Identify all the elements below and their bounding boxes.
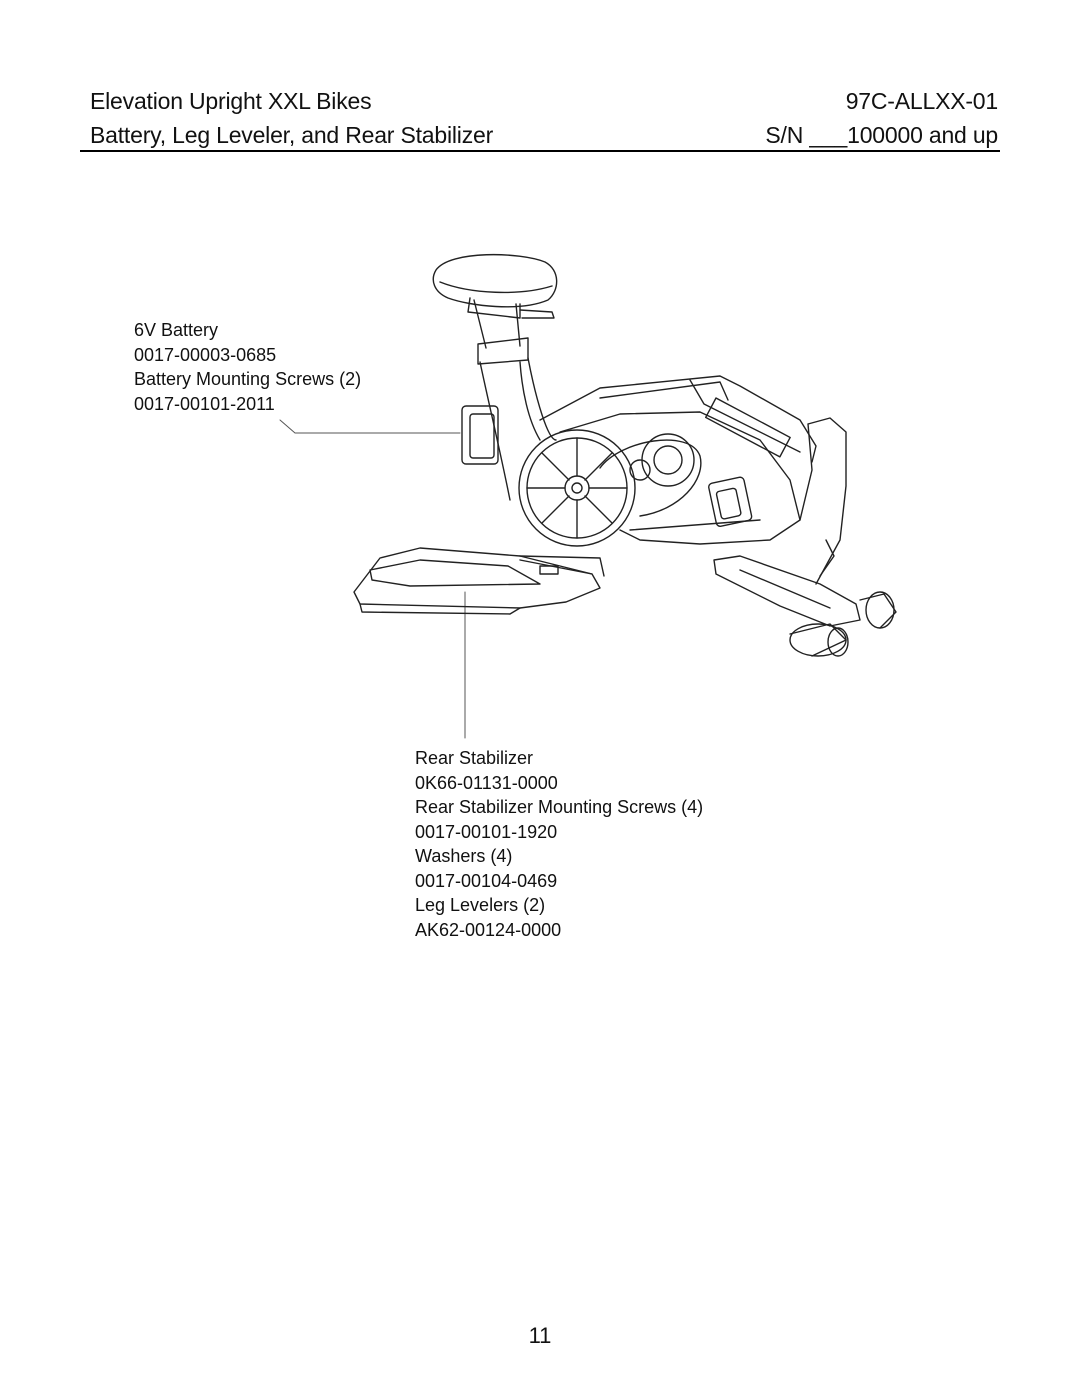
battery-screws-name: Battery Mounting Screws (2) (134, 369, 362, 389)
washers-part-number: 0017-00104-0469 (415, 870, 558, 891)
battery-part-number: 0017-00003-0685 (134, 344, 277, 365)
stabilizer-screws-part-number: 0017-00101-1920 (415, 821, 558, 842)
battery-leader-line (279, 419, 461, 434)
page-number: 11 (528, 1323, 552, 1348)
model-code: 97C-ALLXX-01 (845, 88, 999, 114)
battery-screws-part-number: 0017-00101-2011 (134, 393, 275, 414)
stabilizer-part-number: 0K66-01131-0000 (415, 772, 558, 793)
bike-drawing (353, 253, 897, 657)
stabilizer-part-name: Rear Stabilizer (415, 748, 534, 768)
section-title: Battery, Leg Leveler, and Rear Stabilize… (90, 122, 494, 148)
document-title: Elevation Upright XXL Bikes (90, 88, 372, 114)
serial-number-range: S/N ___100000 and up (765, 122, 998, 148)
header-rule (80, 150, 1000, 152)
washers-name: Washers (4) (415, 846, 513, 866)
leg-levelers-part-number: AK62-00124-0000 (415, 919, 562, 940)
battery-callout: 6V Battery 0017-00003-0685 Battery Mount… (134, 318, 361, 416)
stabilizer-callout: Rear Stabilizer 0K66-01131-0000 Rear Sta… (415, 746, 703, 942)
stabilizer-screws-name: Rear Stabilizer Mounting Screws (4) (415, 797, 704, 817)
battery-part-name: 6V Battery (134, 320, 219, 340)
leg-levelers-name: Leg Levelers (2) (415, 895, 546, 915)
